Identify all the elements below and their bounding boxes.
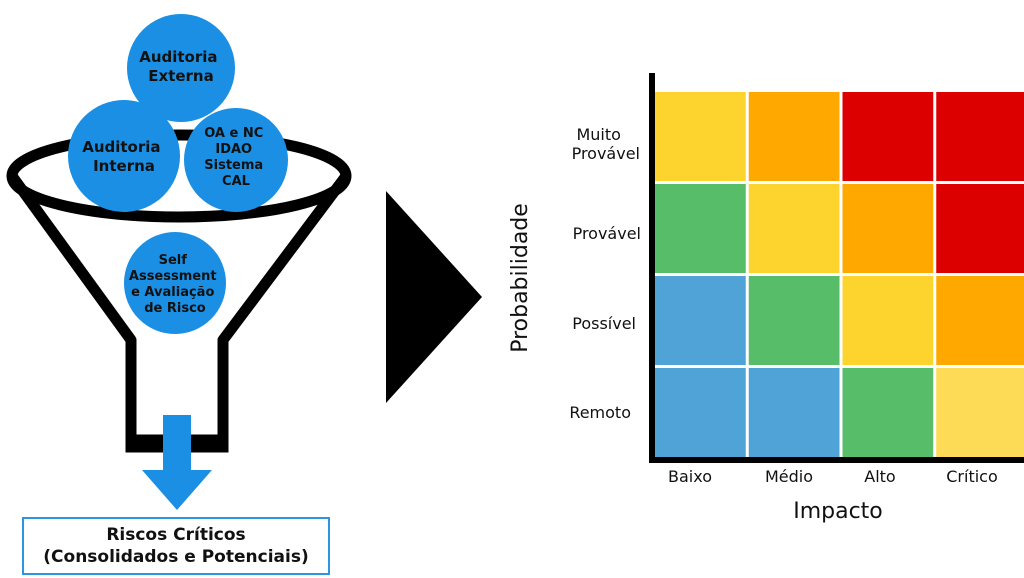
matrix-cell: [748, 184, 840, 273]
source-auditoria-interna: Auditoria Interna: [68, 100, 180, 212]
col-label-alto: Alto: [864, 467, 895, 486]
risk-matrix: [655, 92, 1024, 457]
matrix-cell: [842, 92, 934, 181]
source-circle: [68, 100, 180, 212]
col-label-critico: Crítico: [946, 467, 998, 486]
matrix-cell: [655, 92, 746, 181]
source-circle: [184, 108, 288, 212]
matrix-cell: [842, 368, 934, 457]
matrix-cell: [936, 368, 1024, 457]
source-circle: [127, 14, 235, 122]
matrix-cell: [748, 276, 840, 365]
source-label: Auditoria Interna: [82, 138, 166, 175]
source-label: OA e NC IDAO Sistema CAL: [204, 126, 268, 189]
source-label: Self Assessment e Avaliação de Risco: [129, 253, 221, 316]
row-label-muito-provavel: Muito Provável: [572, 125, 640, 163]
matrix-cell: [655, 184, 746, 273]
source-self-assessment: Self Assessment e Avaliação de Risco: [124, 232, 226, 334]
right-triangle-icon: [386, 191, 482, 403]
down-arrow-icon: [142, 415, 212, 510]
row-label-possivel: Possível: [572, 314, 636, 333]
matrix-cell: [842, 276, 934, 365]
source-circle: [124, 232, 226, 334]
source-oa-nc-idao: OA e NC IDAO Sistema CAL: [184, 108, 288, 212]
result-box: Riscos Críticos (Consolidados e Potencia…: [22, 517, 330, 575]
x-axis-title: Impacto: [793, 499, 883, 524]
matrix-cell: [655, 276, 746, 365]
col-label-medio: Médio: [765, 467, 813, 486]
result-title: Riscos Críticos: [106, 525, 246, 545]
column-labels: Baixo Médio Alto Crítico: [668, 467, 998, 486]
matrix-cell: [842, 184, 934, 273]
result-subtitle: (Consolidados e Potenciais): [43, 547, 309, 567]
matrix-cell: [936, 92, 1024, 181]
y-axis-title: Probabilidade: [508, 203, 533, 353]
row-labels: Muito Provável Provável Possível Remoto: [569, 125, 641, 422]
row-label-provavel: Provável: [573, 224, 641, 243]
matrix-cell: [748, 92, 840, 181]
matrix-cell: [655, 368, 746, 457]
matrix-cell: [936, 184, 1024, 273]
source-label: Auditoria Externa: [139, 48, 223, 85]
row-label-remoto: Remoto: [569, 403, 631, 422]
matrix-cell: [936, 276, 1024, 365]
matrix-cell: [748, 368, 840, 457]
source-auditoria-externa: Auditoria Externa: [127, 14, 235, 122]
col-label-baixo: Baixo: [668, 467, 712, 486]
matrix-axes: [649, 73, 1024, 463]
